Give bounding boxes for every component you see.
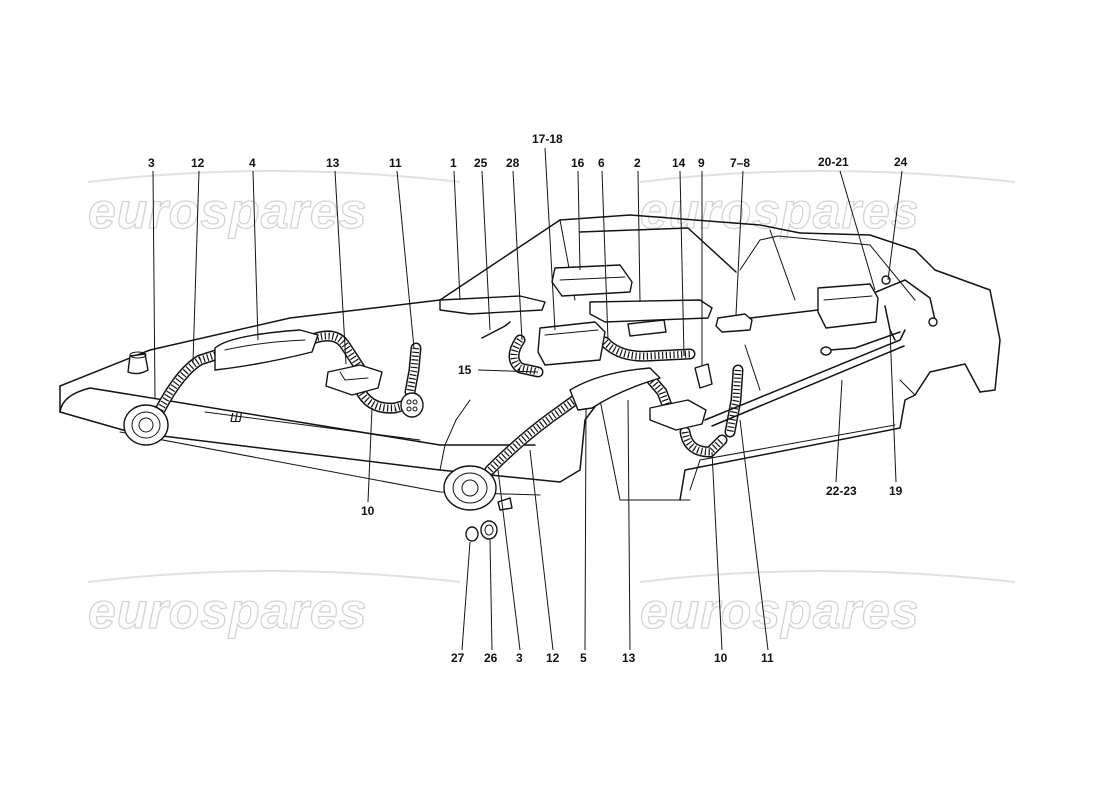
duct-4 [214, 329, 319, 371]
leader-lines [152, 147, 903, 651]
watermark-text: eurospares [640, 183, 920, 239]
callout-20-21: 20-21 [818, 155, 849, 169]
harness-link [749, 309, 819, 319]
watermark-group: eurospares eurospares eurospares eurospa… [87, 170, 1016, 640]
fender-corner [439, 399, 471, 471]
bracket [497, 497, 513, 511]
cable-24 [875, 279, 936, 321]
callout-12: 12 [546, 651, 560, 665]
callout-3: 3 [516, 651, 523, 665]
chin-line [119, 431, 541, 496]
roof-rear-profile [799, 232, 1001, 393]
callout-4: 4 [249, 156, 256, 170]
wheel-arch-front [559, 399, 601, 483]
rear-unit-20-21 [817, 283, 879, 329]
windshield-frame [579, 227, 737, 273]
callout-16: 16 [571, 156, 585, 170]
duct-5 [569, 367, 661, 411]
heater-17-18 [537, 321, 606, 366]
callout-14: 14 [672, 156, 686, 170]
distributor-right-13 [649, 399, 707, 431]
demister-1 [439, 295, 546, 315]
front-badge: Ш [230, 410, 242, 425]
demister-2 [589, 299, 713, 323]
callout-12: 12 [191, 156, 205, 170]
callout-10: 10 [361, 504, 375, 518]
door-cut [744, 344, 761, 391]
watermark-swoosh [639, 570, 1016, 583]
hoses [154, 330, 744, 476]
hood-edge [59, 219, 561, 387]
callout-10: 10 [714, 651, 728, 665]
car-body: Ш [59, 214, 1001, 501]
grommet-27 [465, 526, 479, 542]
blower-left-3 [123, 404, 169, 446]
callout-22-23: 22-23 [826, 484, 857, 498]
cable-25 [481, 321, 511, 339]
callouts: 17-18 3 12 4 13 11 1 25 28 16 6 2 14 9 7… [148, 132, 908, 665]
parts [123, 264, 938, 542]
callout-24: 24 [894, 155, 908, 169]
pipe-14 [627, 319, 667, 337]
callout-15: 15 [458, 363, 472, 377]
callout-27: 27 [451, 651, 465, 665]
watermark-text: eurospares [640, 583, 920, 639]
callout-26: 26 [484, 651, 498, 665]
side-window [739, 235, 779, 271]
sill-line [689, 424, 896, 491]
callout-19: 19 [889, 484, 903, 498]
box-16 [551, 264, 633, 297]
callout-28: 28 [506, 156, 520, 170]
watermark-text: eurospares [88, 583, 368, 639]
callout-17-18: 17-18 [532, 132, 563, 146]
callout-25: 25 [474, 156, 488, 170]
switch-7-8 [715, 313, 753, 333]
callout-11: 11 [761, 651, 774, 665]
watermark-text: eurospares [88, 183, 368, 239]
harness-22-23 [829, 331, 901, 351]
valve-9 [694, 363, 713, 389]
blower-right-3 [443, 465, 497, 511]
vent-left [400, 392, 424, 418]
callout-13: 13 [622, 651, 636, 665]
callout-2: 2 [634, 156, 641, 170]
distributor-left-13 [325, 364, 383, 396]
b-pillar [769, 229, 796, 301]
quarter-line [899, 379, 916, 396]
front-well [599, 399, 691, 501]
callout-13: 13 [326, 156, 340, 170]
callout-5: 5 [580, 651, 587, 665]
callout-7-8: 7–8 [730, 156, 750, 170]
bumper-line [59, 387, 536, 446]
callout-1: 1 [450, 156, 457, 170]
roof-front-edge [559, 214, 801, 234]
watermark-swoosh [639, 170, 1016, 183]
callout-6: 6 [598, 156, 605, 170]
rocker-line [679, 394, 916, 501]
watermark-swoosh [87, 170, 461, 183]
hood-crease [204, 411, 421, 441]
rear-wheel-arch [914, 363, 981, 396]
watermark-swoosh [87, 570, 461, 583]
callout-3: 3 [148, 156, 155, 170]
callout-11: 11 [389, 156, 402, 170]
callout-9: 9 [698, 156, 705, 170]
grommet-26 [480, 520, 498, 540]
